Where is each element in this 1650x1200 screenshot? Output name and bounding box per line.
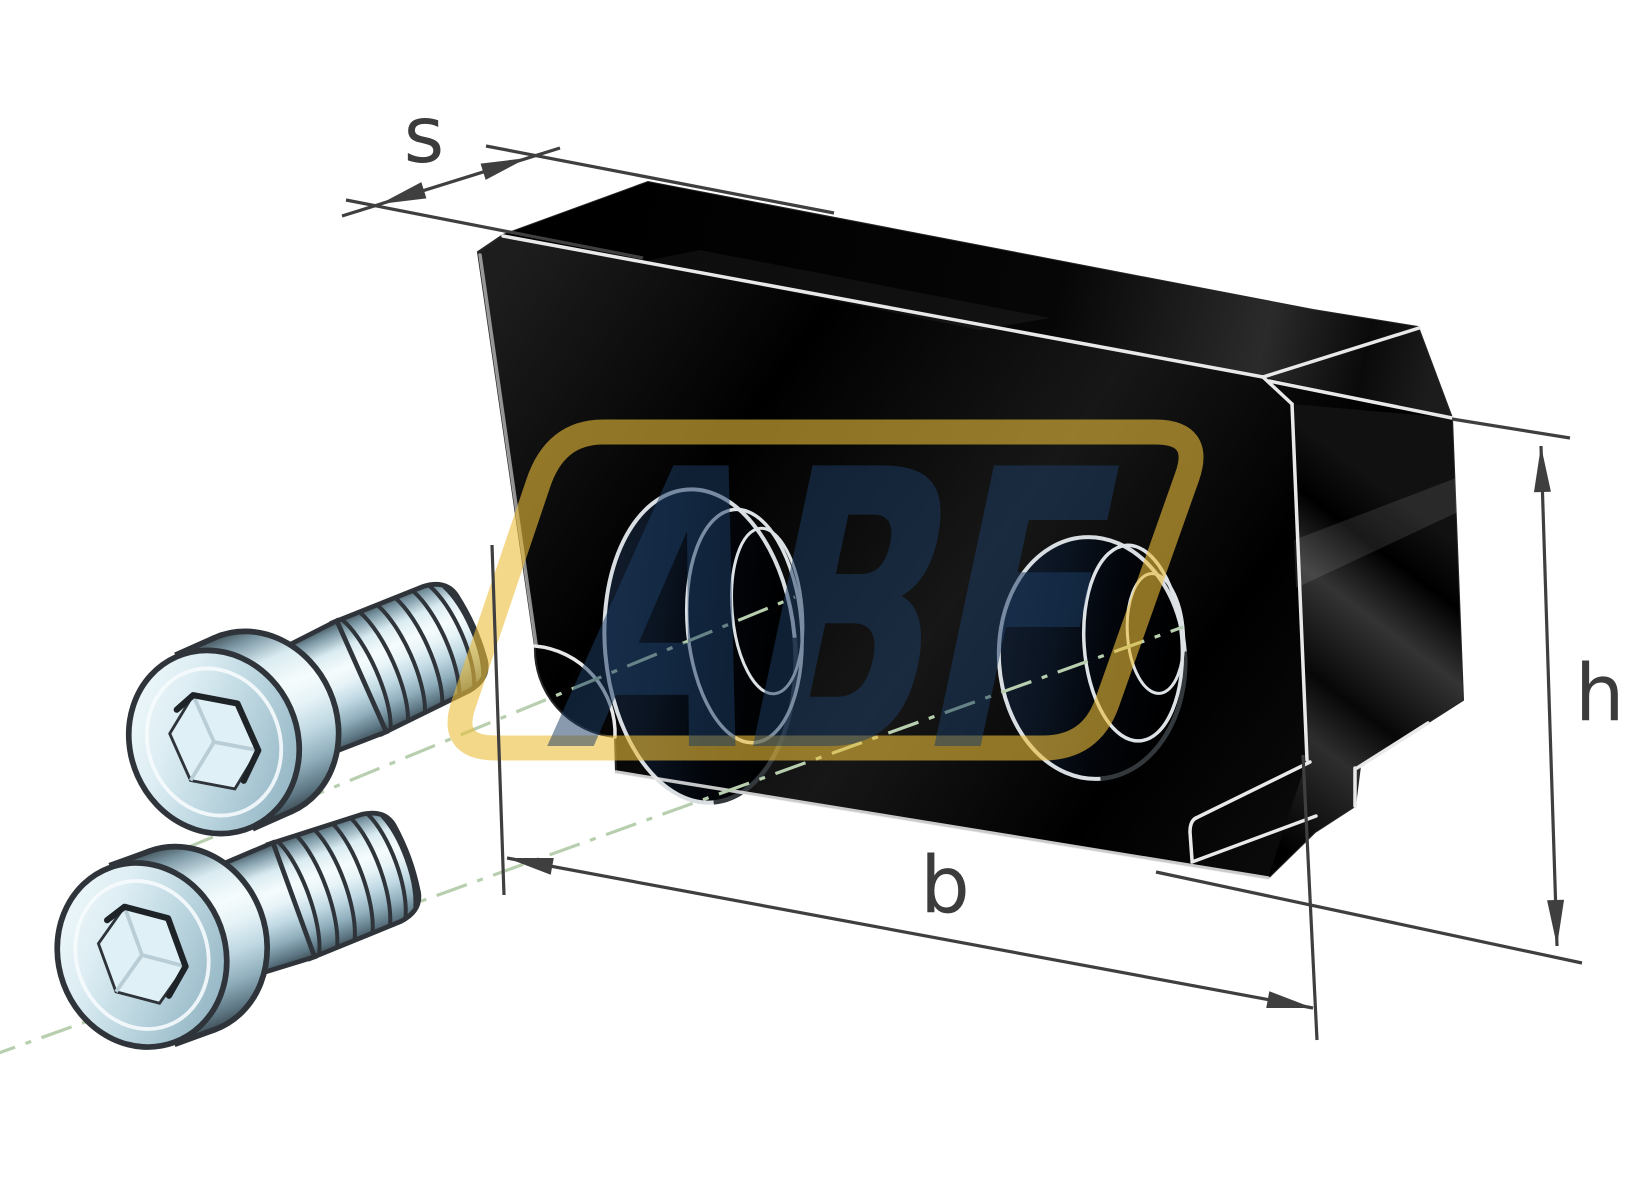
gloss-streak: [1294, 478, 1458, 588]
dimension-s: s: [341, 91, 835, 260]
watermark-text: ABF: [527, 390, 1150, 838]
h-label: h: [1575, 649, 1624, 739]
h-extension-line-top: [1451, 417, 1571, 440]
dimension-h: h: [1155, 417, 1624, 965]
block-right-face: [1268, 404, 1463, 878]
b-extension-line-right: [1301, 754, 1319, 1041]
b-label: b: [920, 841, 970, 931]
h-arrow-bottom: [1547, 899, 1566, 947]
watermark-frame: [447, 419, 1204, 761]
b-arrow-left: [505, 849, 554, 875]
watermark: ABF: [447, 390, 1204, 838]
s-extension-line-lower: [345, 198, 644, 260]
block-edges: [478, 234, 1454, 880]
countersunk-hole-left: [602, 487, 805, 805]
s-label: s: [404, 91, 445, 181]
socket-head-cap-screw-upper: [99, 540, 512, 863]
clamping-block: [476, 180, 1465, 880]
block-top-face: [503, 182, 1452, 418]
gloss-streak-top: [640, 250, 1050, 330]
s-extension-line-upper: [485, 144, 835, 215]
dimension-b: b: [490, 544, 1319, 1041]
b-arrow-right: [1266, 991, 1315, 1017]
b-dimension-line: [506, 856, 1314, 1010]
h-extension-line-bottom: [1155, 870, 1583, 965]
s-dimension-line: [341, 146, 561, 218]
b-extension-line-left: [490, 544, 506, 896]
h-arrow-top: [1532, 445, 1551, 493]
h-dimension-line: [1539, 445, 1559, 947]
